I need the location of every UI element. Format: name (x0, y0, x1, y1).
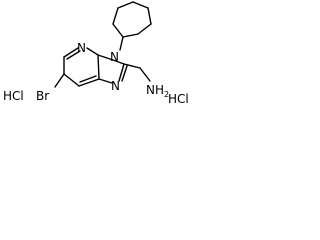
pyridine-ring (63, 47, 100, 87)
salt-hcl-right: HCl (168, 92, 189, 106)
chemical-structure: N N N Br NH2 HCl HCl (3, 1, 189, 106)
amine-subscript: 2 (164, 90, 169, 99)
salt-hcl-left: HCl (3, 89, 24, 103)
atom-n-imidazole-bottom: N (111, 79, 120, 93)
aminomethyl-chain (123, 63, 151, 82)
imidazole-ring (97, 54, 128, 84)
atom-n-imidazole-top: N (110, 50, 119, 64)
bromine-bond (54, 73, 65, 88)
cyclohexyl-n-bond (119, 36, 124, 51)
atom-amine: NH2 (146, 83, 169, 99)
atom-n-pyridine: N (77, 41, 86, 55)
atom-bromine: Br (36, 89, 49, 103)
cyclohexyl-ring (112, 1, 152, 38)
